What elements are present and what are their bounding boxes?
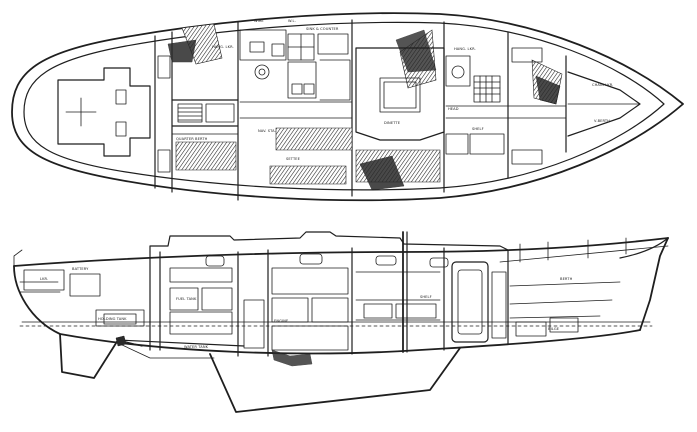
- profile-label: BATTERY: [72, 267, 89, 271]
- profile-label: SHELF: [420, 295, 432, 299]
- profile-sheer: [13, 237, 669, 267]
- plan-label: DINETTE: [384, 121, 401, 125]
- plan-label: NAV. STA.: [258, 129, 276, 133]
- profile-labels: HOLDING TANK ENGINE FUEL TANK WATER TANK…: [40, 267, 573, 349]
- plan-label: HANG. LKR.: [212, 45, 234, 49]
- plan-view: WIRE W.L. HANG. LKR. SINK & COUNTER HANG…: [11, 12, 684, 202]
- plan-hull-outline: [11, 12, 684, 202]
- plan-label: V-BERTH: [594, 119, 610, 123]
- plan-label: HANG. LKR.: [454, 47, 476, 51]
- plan-cockpit: [57, 67, 151, 157]
- plan-label: SHELF: [472, 127, 484, 131]
- profile-view: HOLDING TANK ENGINE FUEL TANK WATER TANK…: [13, 231, 669, 413]
- plan-label: QUARTER BERTH: [176, 137, 208, 141]
- plan-labels: WIRE W.L. HANG. LKR. SINK & COUNTER HANG…: [176, 19, 613, 161]
- profile-label: BILGE: [548, 327, 560, 331]
- plan-deck-line: [23, 21, 665, 191]
- plan-label: WIRE: [254, 19, 264, 23]
- profile-label: HOLDING TANK: [98, 317, 127, 321]
- profile-label: FUEL TANK: [176, 297, 197, 301]
- profile-label: WATER TANK: [184, 345, 209, 349]
- profile-keel: [209, 347, 461, 413]
- profile-rudder: [59, 333, 119, 379]
- plan-label: HEAD: [448, 107, 459, 111]
- plan-label: CHAIN LKR.: [592, 83, 613, 87]
- profile-label: ENGINE: [274, 319, 289, 323]
- plan-label: SETTEE: [286, 157, 301, 161]
- profile-label: BERTH: [560, 277, 573, 281]
- plan-label: W.L.: [288, 19, 296, 23]
- plan-label: SINK & COUNTER: [306, 27, 339, 31]
- profile-label: LKR.: [40, 277, 48, 281]
- profile-cabin-trunk: [149, 231, 509, 253]
